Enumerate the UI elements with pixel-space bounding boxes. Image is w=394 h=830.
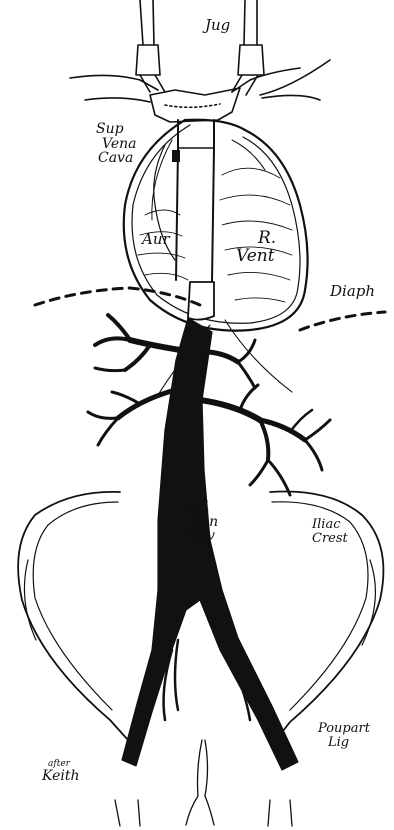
brachiocephalic-junction bbox=[150, 88, 240, 122]
jugular-veins bbox=[136, 0, 264, 95]
attribution: after Keith bbox=[42, 760, 80, 784]
label-pouparts-ligament-line-2: Lig bbox=[328, 736, 370, 750]
label-superior-vena-cava-line-3: Cava bbox=[98, 151, 136, 166]
label-superior-vena-cava: Sup Vena Cava bbox=[96, 122, 136, 166]
attribution-line-2: Keith bbox=[42, 769, 80, 784]
label-inferior-vena-cava-line-3: Cav bbox=[188, 529, 218, 544]
label-superior-vena-cava-line-1: Sup bbox=[96, 122, 136, 137]
label-right-ventricle: R. Vent bbox=[236, 230, 276, 266]
label-pouparts-ligament: Poupart Lig bbox=[318, 722, 370, 749]
label-inferior-vena-cava-line-2: Ven bbox=[192, 515, 218, 530]
label-diaphragm: Diaph bbox=[330, 284, 375, 300]
label-iliac-crest-line-2: Crest bbox=[312, 532, 348, 546]
subclavian-branches bbox=[70, 60, 330, 102]
label-iliac-crest: Iliac Crest bbox=[312, 518, 348, 545]
label-right-ventricle-line-2: Vent bbox=[236, 248, 276, 266]
superior-vena-cava bbox=[172, 120, 214, 320]
label-jugular: Jug bbox=[205, 18, 230, 34]
label-inferior-vena-cava: Inf. Ven Cav bbox=[186, 500, 218, 544]
heart bbox=[124, 120, 308, 331]
label-iliac-crest-line-1: Iliac bbox=[312, 518, 348, 532]
label-inferior-vena-cava-line-1: Inf. bbox=[186, 500, 218, 515]
label-pouparts-ligament-line-1: Poupart bbox=[318, 722, 370, 736]
label-superior-vena-cava-line-2: Vena bbox=[102, 137, 136, 152]
label-auricle: Aur bbox=[142, 232, 170, 248]
